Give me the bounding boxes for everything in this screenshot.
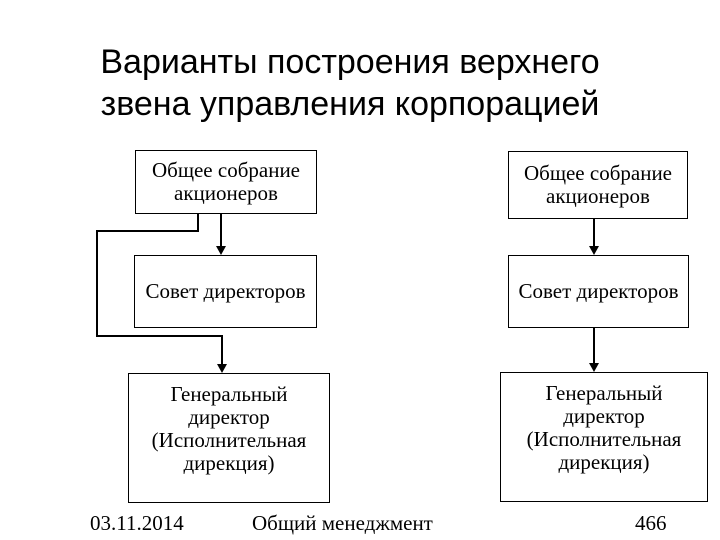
connector-segment bbox=[593, 328, 595, 364]
arrowhead-down-icon bbox=[216, 246, 226, 255]
title-line-2: звена управления корпорацией bbox=[100, 85, 600, 123]
arrowhead-down-icon bbox=[589, 246, 599, 255]
box-label-line: дирекция) bbox=[183, 451, 275, 475]
connector-segment bbox=[96, 230, 199, 232]
box-label-line: дирекция) bbox=[558, 450, 650, 474]
box-general-meeting-right: Общее собрание акционеров bbox=[508, 151, 688, 219]
connector-segment bbox=[96, 230, 98, 337]
box-label-line: (Исполнительная bbox=[151, 428, 307, 452]
box-label-line: Совет директоров bbox=[518, 279, 679, 303]
box-general-director-left: Генеральный директор (Исполнительная дир… bbox=[128, 373, 330, 503]
box-label-line: директор bbox=[563, 404, 645, 428]
title-line-1: Варианты построения верхнего bbox=[100, 43, 600, 81]
arrowhead-down-icon bbox=[217, 364, 227, 373]
box-label-line: Генеральный bbox=[170, 382, 288, 406]
slide-title: Варианты построения верхнего звена управ… bbox=[0, 41, 700, 125]
footer-course-title: Общий менеджмент bbox=[252, 511, 433, 535]
box-general-meeting-left: Общее собрание акционеров bbox=[135, 150, 317, 214]
box-label-line: Общее собрание bbox=[523, 161, 673, 185]
box-general-director-right: Генеральный директор (Исполнительная дир… bbox=[500, 372, 708, 502]
connector-segment bbox=[221, 335, 223, 364]
box-label-line: директор bbox=[188, 405, 270, 429]
arrowhead-down-icon bbox=[589, 363, 599, 372]
box-label-line: (Исполнительная bbox=[526, 427, 682, 451]
connector-segment bbox=[96, 335, 223, 337]
connector-segment bbox=[593, 219, 595, 247]
footer-date: 03.11.2014 bbox=[90, 511, 184, 535]
box-board-of-directors-right: Совет директоров bbox=[508, 255, 689, 328]
connector-segment bbox=[220, 214, 222, 246]
box-label-line: Совет директоров bbox=[145, 279, 306, 303]
box-label-line: Общее собрание bbox=[151, 158, 301, 182]
box-label-line: Генеральный bbox=[545, 381, 663, 405]
footer-slide-number: 466 bbox=[635, 511, 667, 535]
box-label-line: акционеров bbox=[174, 181, 278, 205]
box-label-line: акционеров bbox=[546, 184, 650, 208]
connector-segment bbox=[197, 214, 199, 232]
box-board-of-directors-left: Совет директоров bbox=[134, 255, 317, 328]
